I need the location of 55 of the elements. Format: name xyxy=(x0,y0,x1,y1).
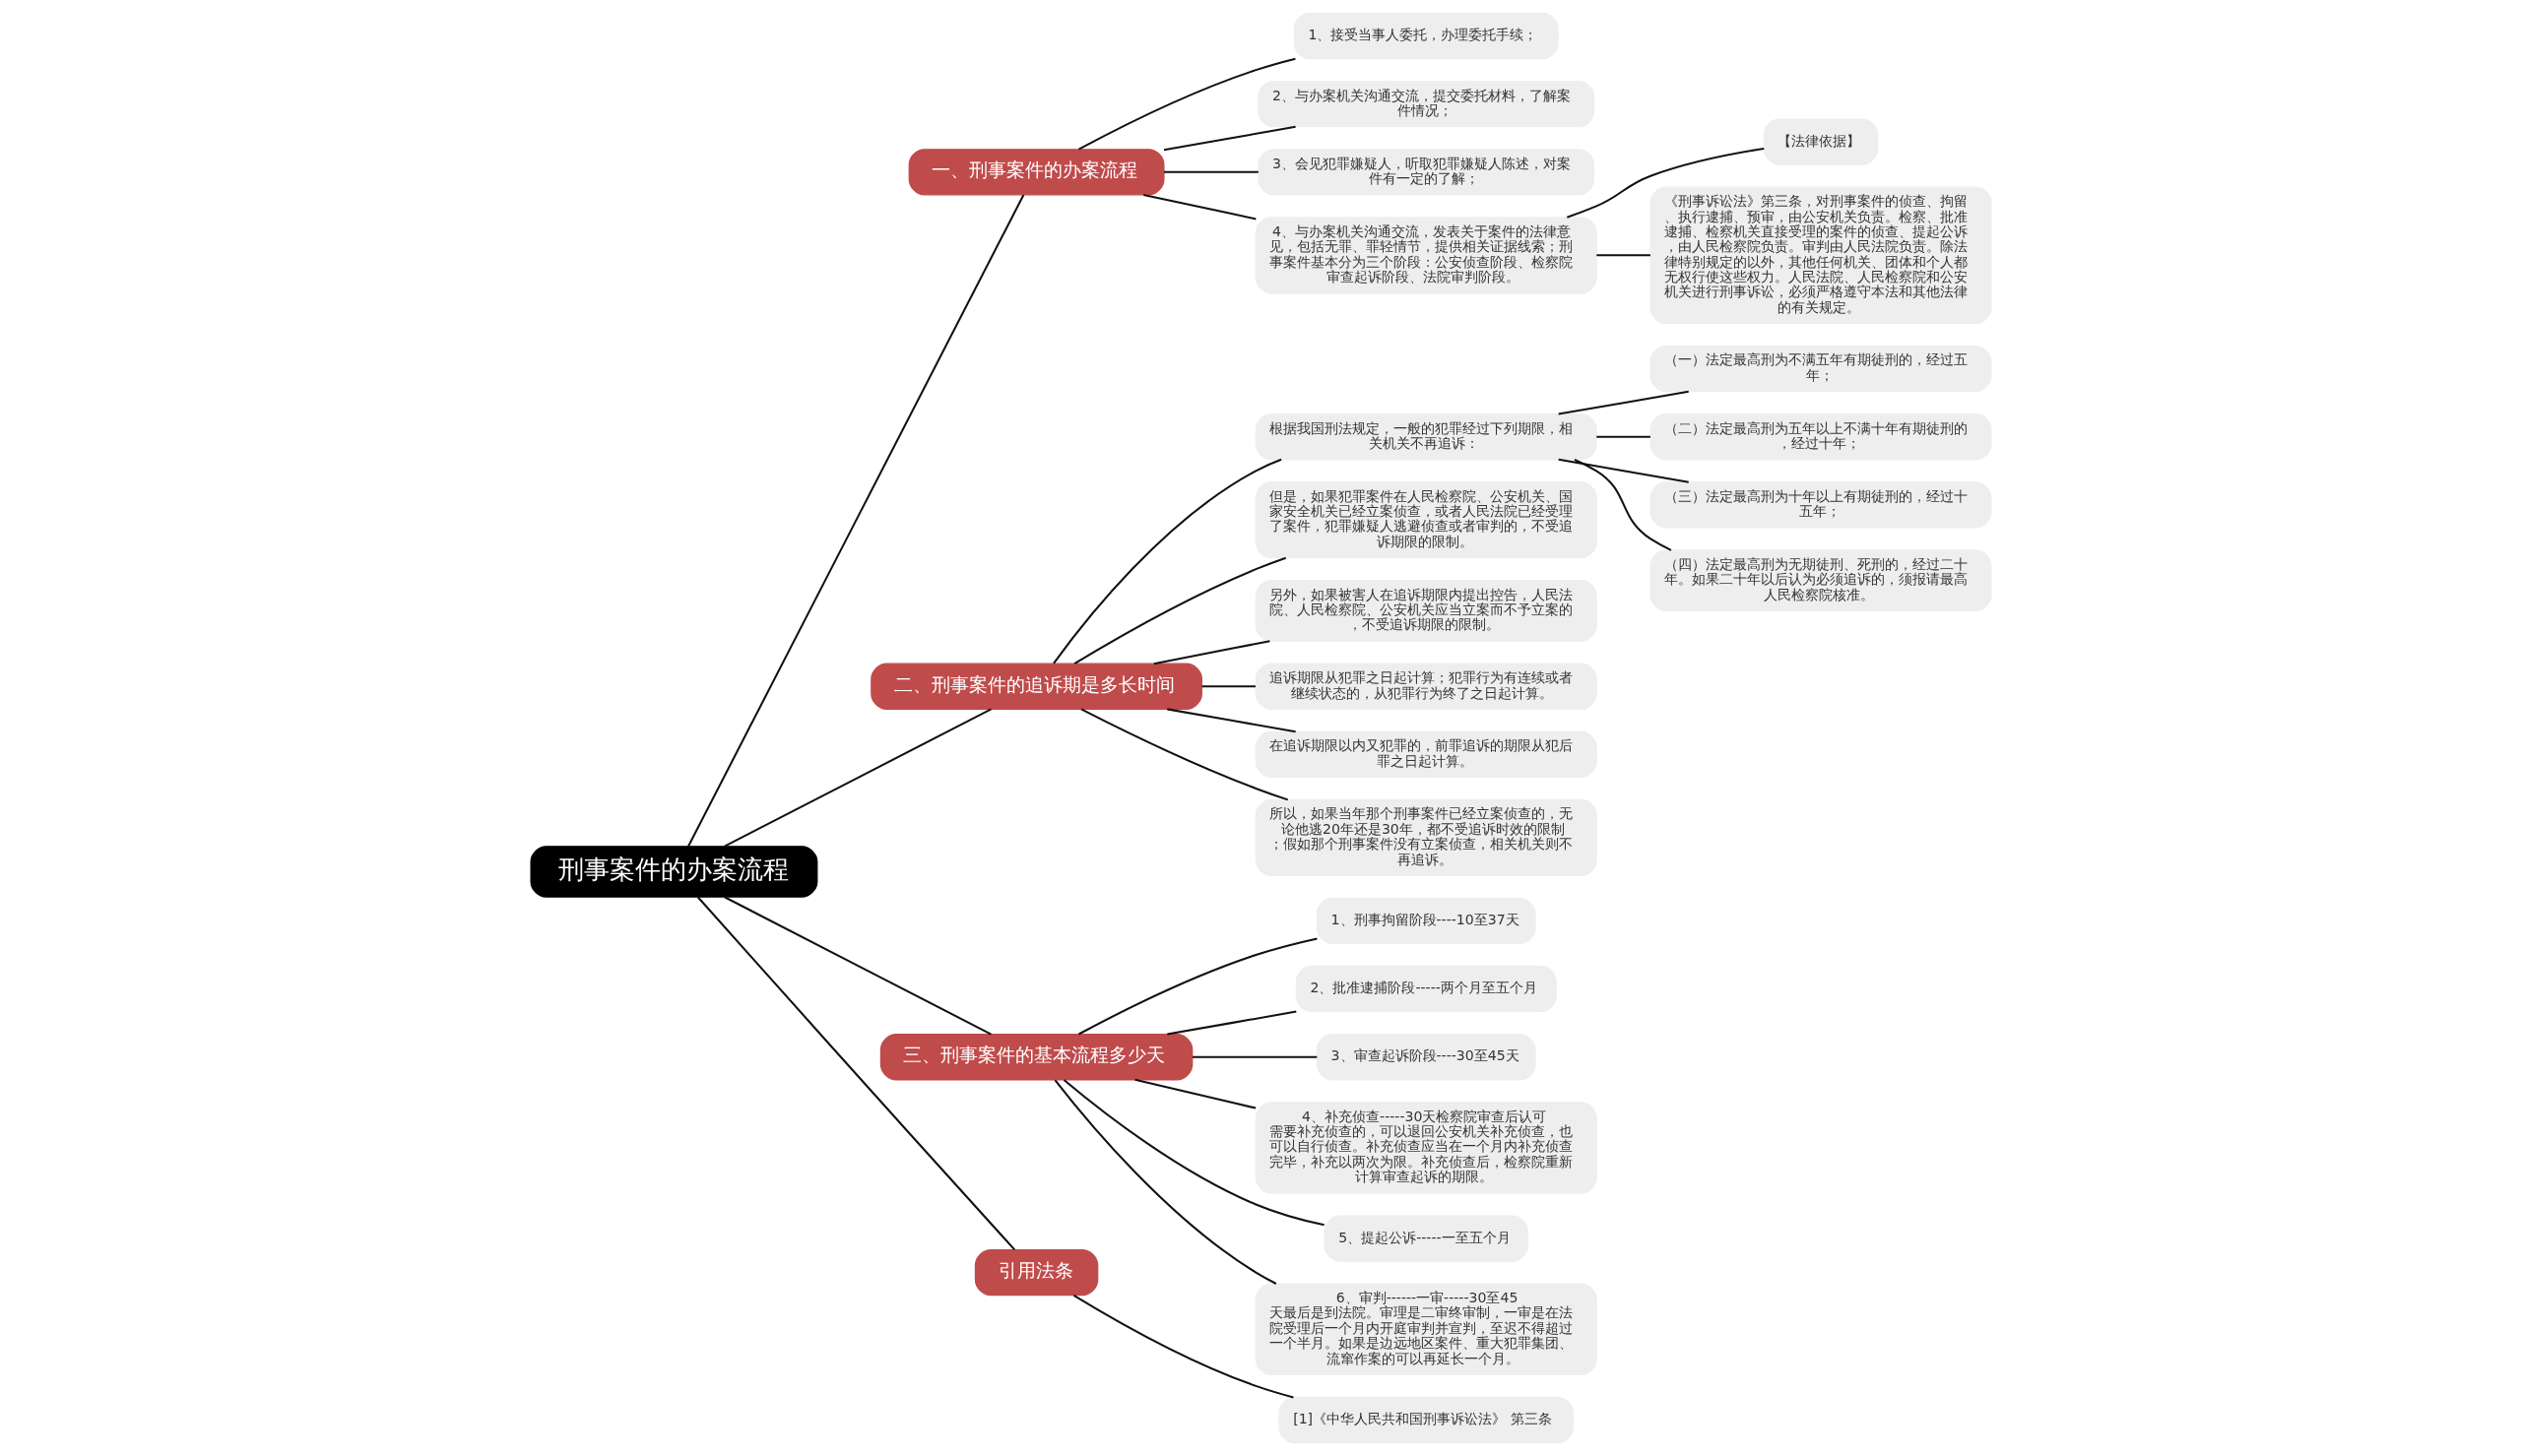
node-box: 根据我国刑法规定，一般的犯罪经过下列期限，相关机关不再追诉： xyxy=(1255,413,1597,461)
node-box: 6、审判------一审-----30至45天最后是到法院。审理是二审终审制，一审是在法院受理后一个月内开庭审判并宣判，至迟不得超过一个半月。如果是边远地区案件、重大犯罪集团、流窜作案的可以再延长一个月。 xyxy=(1255,1283,1597,1375)
connector xyxy=(1201,685,1256,688)
connector xyxy=(1153,640,1270,665)
connector xyxy=(1142,193,1257,221)
connector xyxy=(1166,708,1296,733)
node-box: 二、刑事案件的追诉期是多长时间 xyxy=(870,663,1202,710)
connector xyxy=(723,896,992,1036)
node-box: 4、补充侦查-----30天检察院审查后认可需要补充侦查的，可以退回公安机关补充侦查，也可以自行侦查。补充侦查应当在一个月内补充侦查完毕，补充以两次为限。补充侦查后，检察院重新计算审查起诉的期限。 xyxy=(1255,1102,1597,1194)
connector xyxy=(1558,458,1689,483)
connector xyxy=(1077,57,1296,151)
connector xyxy=(1163,170,1259,173)
connector xyxy=(1063,1079,1325,1227)
node-box: （一）法定最高刑为不满五年有期徒刑的，经过五年； xyxy=(1649,345,1992,393)
connector xyxy=(1566,147,1764,219)
node-box: 1、刑事拘留阶段----10至37天 xyxy=(1316,897,1536,945)
connector xyxy=(1052,458,1281,665)
connector xyxy=(1595,254,1650,257)
node-box: 5、提起公诉-----一至五个月 xyxy=(1324,1215,1528,1262)
node-box: 4、与办案机关沟通交流，发表关于案件的法律意见，包括无罪、罪轻情节，提供相关证据线索；刑事案件基本分为三个阶段：公安侦查阶段、检察院审查起诉阶段、法院审判阶段。 xyxy=(1255,217,1597,294)
connector xyxy=(1192,1055,1317,1058)
connector xyxy=(1166,1010,1296,1036)
node-box: 2、与办案机关沟通交流，提交委托材料，了解案件情况； xyxy=(1257,81,1594,128)
node-box: 追诉期限从犯罪之日起计算；犯罪行为有连续或者继续状态的，从犯罪行为终了之日起计算。 xyxy=(1255,663,1597,710)
node-box: 另外，如果被害人在追诉期限内提出控告，人民法院、人民检察院、公安机关应当立案而不予立案的，不受追诉期限的限制。 xyxy=(1255,580,1597,642)
node-box: 三、刑事案件的基本流程多少天 xyxy=(879,1034,1193,1081)
connector xyxy=(1133,1078,1256,1109)
node-box: （四）法定最高刑为无期徒刑、死刑的，经过二十年。如果二十年以后认为必须追诉的，须报请最高人民检察院核准。 xyxy=(1649,549,1992,612)
node-box: 3、审查起诉阶段----30至45天 xyxy=(1316,1034,1536,1081)
connector xyxy=(686,194,1024,848)
node-box: [1]《中华人民共和国刑事诉讼法》 第三条 xyxy=(1277,1396,1574,1444)
connector xyxy=(1574,459,1671,551)
node-box: 引用法条 xyxy=(974,1248,1098,1297)
node-box: （三）法定最高刑为十年以上有期徒刑的，经过十五年； xyxy=(1649,481,1992,529)
node-box: 刑事案件的办案流程 xyxy=(530,846,817,898)
node-box: 但是，如果犯罪案件在人民检察院、公安机关、国家安全机关已经立案侦查，或者人民法院已经受理了案件，犯罪嫌疑人逃避侦查或者审判的，不受追诉期限的限制。 xyxy=(1255,481,1597,559)
node-box: 一、刑事案件的办案流程 xyxy=(908,149,1165,196)
connector xyxy=(723,708,992,848)
node-box: 3、会见犯罪嫌疑人，听取犯罪嫌疑人陈述，对案件有一定的了解； xyxy=(1257,149,1594,196)
connector xyxy=(1080,708,1288,801)
node-box: 《刑事诉讼法》第三条，对刑事案件的侦查、拘留、执行逮捕、预审，由公安机关负责。检察、批准逮捕、检察机关直接受理的案件的侦查、提起公诉，由人民检察院负责。审判由人民法院负责。除法律特别规定的以外，其他任何机关、团体和个人都无权行使这些权力。人民法院、人民检察院和公安机关进行刑事诉讼，必须严格遵守本法和其他法律的有关规定。 xyxy=(1649,186,1992,325)
connector xyxy=(1558,390,1689,415)
connector xyxy=(1163,125,1296,152)
connector xyxy=(1077,937,1318,1036)
connector xyxy=(1054,1079,1276,1285)
node-box: 1、接受当事人委托，办理委托手续； xyxy=(1293,12,1559,60)
connector xyxy=(1072,1294,1294,1399)
node-box: 2、批准逮捕阶段-----两个月至五个月 xyxy=(1295,965,1557,1013)
connector xyxy=(696,896,1015,1251)
connector xyxy=(1073,556,1286,665)
node-box: 所以，如果当年那个刑事案件已经立案侦查的，无论他逃20年还是30年，都不受追诉时效的限制；假如那个刑事案件没有立案侦查，相关机关则不再追诉。 xyxy=(1255,798,1597,876)
connector xyxy=(1595,435,1650,438)
node-box: 【法律依据】 xyxy=(1763,118,1878,165)
node-box: 在追诉期限以内又犯罪的，前罪追诉的期限从犯后罪之日起计算。 xyxy=(1255,730,1597,779)
node-box: （二）法定最高刑为五年以上不满十年有期徒刑的，经过十年； xyxy=(1649,413,1992,461)
